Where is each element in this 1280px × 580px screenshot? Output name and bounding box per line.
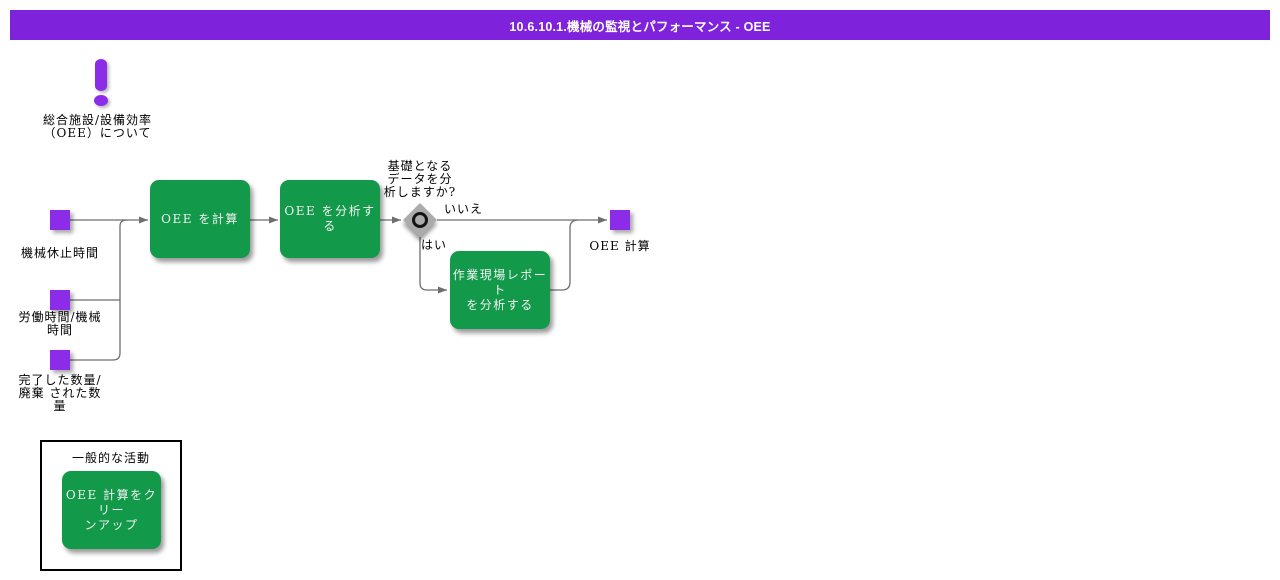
input-node-completed-scrapped-qty[interactable] (50, 350, 70, 370)
input-label-labor-machine-hours: 労働時間/機械 時間 (18, 310, 102, 337)
gateway-no-label: いいえ (444, 202, 484, 216)
legend-title: 一般的な活動 (71, 451, 150, 465)
output-node-oee-calculation[interactable] (610, 210, 630, 230)
exclamation-icon (95, 59, 107, 91)
note-label: 総合施設/設備効率 （OEE）について (42, 113, 153, 140)
legend-box: 一般的な活動 OEE 計算をクリー ンアップ (40, 440, 182, 571)
connector-gateway-yes-to-shopfloor (419, 237, 447, 294)
input-label-machine-downtime: 機械休止時間 (20, 246, 99, 260)
activity-analyze-oee[interactable]: OEE を分析する (280, 180, 380, 258)
input-node-labor-machine-hours[interactable] (50, 290, 70, 310)
exclamation-icon-dot (94, 95, 108, 106)
activity-calculate-oee[interactable]: OEE を計算 (150, 180, 250, 258)
connector-shopfloor-to-output (550, 219, 579, 291)
page-title: 10.6.10.1.機械の監視とパフォーマンス - OEE (509, 19, 771, 34)
connector-input3-merge (70, 219, 128, 361)
gateway-circle-icon (412, 212, 428, 228)
title-bar: 10.6.10.1.機械の監視とパフォーマンス - OEE (10, 10, 1270, 40)
gateway-question-label: 基礎となる データを分 析しますか? (383, 159, 457, 199)
input-label-completed-scrapped-qty: 完了した数量/ 廃棄 された数 量 (18, 373, 102, 413)
legend-activity-cleanup-oee[interactable]: OEE 計算をクリー ンアップ (62, 471, 161, 549)
gateway-yes-label: はい (421, 238, 448, 252)
activity-analyze-shopfloor-report[interactable]: 作業現場レポート を分析する (450, 251, 550, 329)
output-label-oee-calculation: OEE 計算 (589, 239, 651, 253)
input-node-machine-downtime[interactable] (50, 210, 70, 230)
